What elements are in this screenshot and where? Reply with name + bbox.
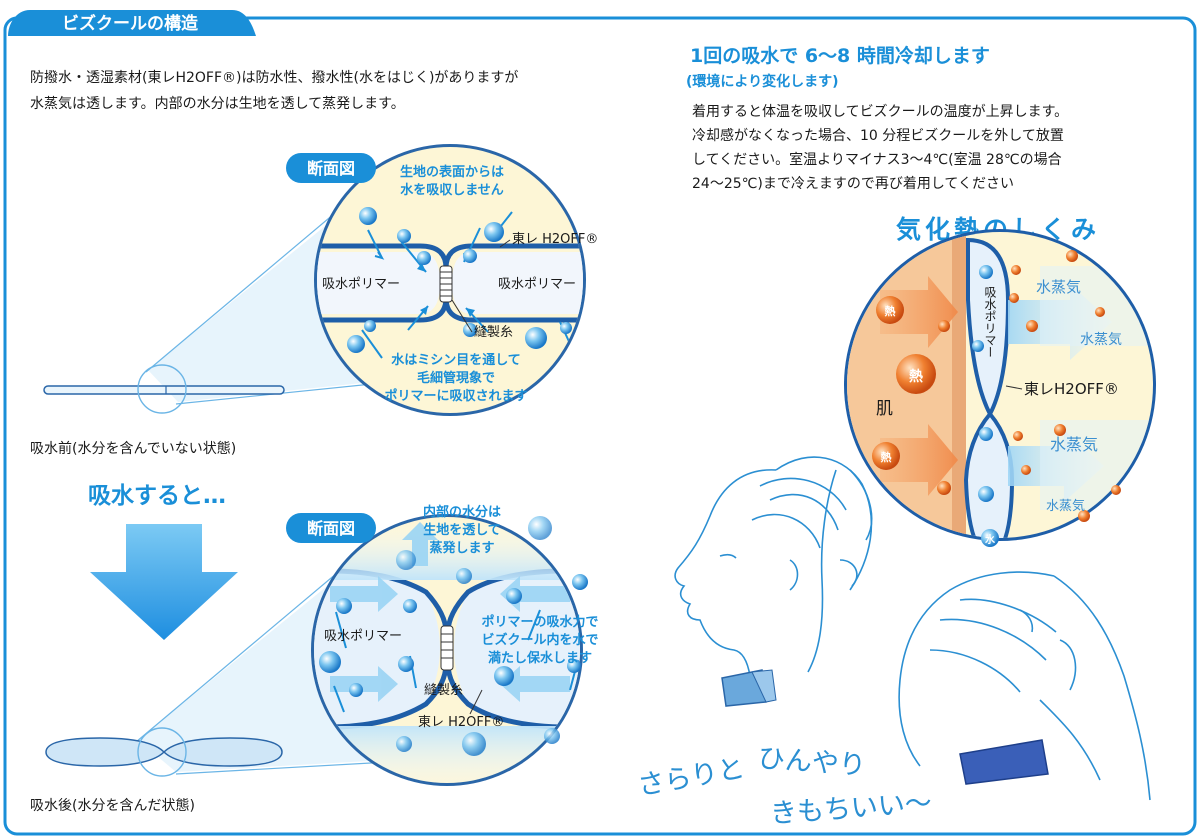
heat-particles	[872, 250, 1121, 522]
heat-label: 熱	[909, 368, 923, 385]
after-caption: 吸水後(水分を含んだ状態)	[30, 798, 195, 814]
man-illustration	[898, 571, 1151, 801]
after-note-right-3: 満たし保水します	[488, 650, 592, 666]
before-fabric-strip	[43, 385, 285, 395]
after-zoom-ring	[137, 727, 187, 777]
heat-label-2: 熱	[885, 304, 896, 318]
before-polymer-right: 吸水ポリマー	[498, 277, 576, 292]
before-badge-label: 断面図	[307, 159, 355, 178]
vapor-label-4: 水蒸気	[1046, 498, 1085, 514]
before-zoom-ring	[137, 364, 187, 414]
after-section: 吸水後(水分を含んだ状態)	[30, 504, 599, 814]
intro-line-2: 水蒸気は透します。内部の水分は生地を透して蒸発します。	[30, 96, 405, 112]
cooling-line-4: 24〜25℃)まで冷えますので再び着用してください	[692, 176, 1014, 192]
mechanism-section: 気化熱のしくみ	[844, 213, 1156, 547]
after-note-top-2: 生地を透して	[423, 522, 501, 538]
before-polymer-left: 吸水ポリマー	[322, 277, 400, 292]
skin-area	[847, 232, 964, 538]
down-arrow	[90, 524, 238, 640]
cooling-subtitle: (環境により変化します)	[686, 73, 839, 90]
after-fabric-label: 東レ H2OFF®	[418, 714, 504, 730]
after-seam-label: 縫製糸	[424, 683, 463, 698]
after-note-top-3: 蒸発します	[429, 540, 494, 556]
before-caption: 吸水前(水分を含んでいない状態)	[30, 440, 236, 457]
water-label: 水	[984, 533, 996, 546]
before-note-top-1: 生地の表面からは	[400, 164, 504, 180]
slogan-line-1b: ひんやり	[757, 743, 867, 781]
transition-label: 吸水すると…	[88, 483, 226, 509]
outer-frame	[3, 16, 1197, 836]
intro-line-1: 防撥水・透湿素材(東レH2OFF®)は防水性、撥水性(水をはじく)がありますが	[30, 70, 518, 86]
skin-label: 肌	[876, 399, 893, 419]
cooling-line-3: してください。室温よりマイナス3〜4℃(室温 28℃の場合	[692, 151, 1062, 168]
mechanism-fabric-label: 東レH2OFF®	[1024, 380, 1119, 398]
after-note-right-1: ポリマーの吸水力で	[481, 614, 598, 630]
header-tab	[8, 10, 256, 36]
cooling-line-1: 着用すると体温を吸収してビズクールの温度が上昇します。	[692, 104, 1068, 120]
after-note-right-2: ビズクール内を水で	[481, 632, 598, 648]
before-note-top-2: 水を吸収しません	[400, 182, 504, 198]
cooling-title: 1回の吸水で 6〜8 時間冷却します	[690, 44, 990, 67]
after-badge-label: 断面図	[307, 519, 355, 538]
vapor-label-1: 水蒸気	[1036, 278, 1081, 296]
slogan-line-1a: さらりと	[635, 753, 747, 802]
slogan-line-2: きもちいい〜	[769, 788, 933, 830]
before-seam-label: 縫製糸	[474, 325, 513, 340]
before-note-bottom-2: 毛細管現象で	[417, 370, 495, 386]
before-fabric-label: 東レ H2OFF®	[512, 231, 598, 247]
man-neck-cooler	[959, 739, 1049, 785]
mechanism-water-drops	[972, 265, 999, 547]
header-title: ビズクールの構造	[62, 13, 199, 34]
after-water-drops	[319, 516, 588, 756]
mechanism-polymer-label: 吸水ポリマー	[983, 286, 997, 358]
before-section: 吸水前(水分を含んでいない状態)	[30, 144, 598, 457]
vapor-label-2: 水蒸気	[1080, 332, 1122, 348]
before-badge	[286, 153, 376, 183]
heat-label-3: 熱	[881, 450, 892, 464]
after-polymer-label: 吸水ポリマー	[324, 629, 402, 644]
before-note-bottom-1: 水はミシン目を通して	[391, 352, 521, 368]
woman-illustration	[674, 456, 873, 677]
after-note-top-1: 内部の水分は	[423, 504, 501, 520]
before-note-bottom-3: ポリマーに吸収されます	[384, 388, 527, 404]
vapor-label-3: 水蒸気	[1050, 435, 1098, 454]
before-water-drops	[347, 207, 572, 353]
cooling-line-2: 冷却感がなくなった場合、10 分程ビズクールを外して放置	[692, 127, 1064, 144]
after-fabric-strip	[45, 737, 283, 767]
after-badge	[286, 513, 376, 543]
